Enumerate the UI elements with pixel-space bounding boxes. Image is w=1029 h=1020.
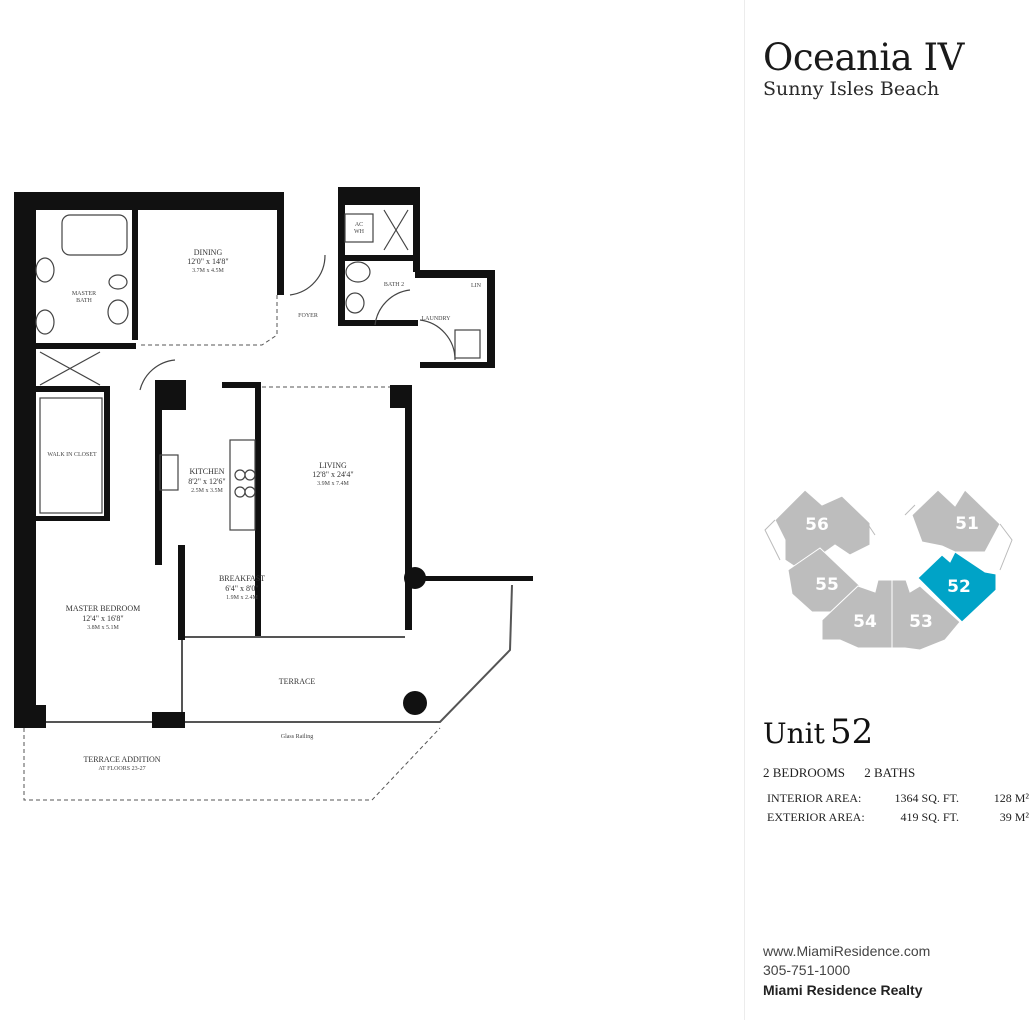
website-link[interactable]: www.MiamiResidence.com bbox=[763, 943, 931, 959]
building-location: Sunny Isles Beach bbox=[763, 78, 940, 100]
building-title: Oceania IV bbox=[763, 36, 964, 79]
room-master-bedroom-name: MASTER BEDROOM bbox=[66, 604, 140, 613]
exterior-area-label: EXTERIOR AREA: bbox=[767, 810, 865, 824]
glass-railing-label: Glass Railing bbox=[281, 734, 314, 740]
walk-in-closet-label: WALK IN CLOSET bbox=[47, 452, 97, 458]
baths: 2 BATHS bbox=[864, 765, 916, 780]
keyplan-unit-51[interactable] bbox=[911, 489, 1001, 553]
laundry-label: LAUNDRY bbox=[421, 316, 451, 322]
room-kitchen-dims: 8'2" x 12'6" bbox=[188, 477, 225, 486]
interior-area-sqm: 128 M² bbox=[993, 791, 1029, 805]
bath2-label: BATH 2 bbox=[384, 282, 404, 288]
keyplan-unit-56[interactable] bbox=[774, 489, 871, 571]
master-bath-label: MASTER bbox=[72, 291, 96, 297]
unit-label: Unit bbox=[763, 717, 825, 750]
room-breakfast-metric: 1.9M x 2.4M bbox=[226, 595, 258, 601]
company-name: Miami Residence Realty bbox=[763, 982, 923, 998]
exterior-area-sqft: 419 SQ. FT. bbox=[900, 810, 959, 824]
room-living-metric: 3.9M x 7.4M bbox=[317, 481, 349, 487]
phone-number[interactable]: 305-751-1000 bbox=[763, 962, 851, 978]
room-master-bedroom-dims: 12'4" x 16'8" bbox=[82, 614, 123, 623]
unit-51-label: 51 bbox=[955, 514, 979, 534]
unit-56-label: 56 bbox=[805, 515, 829, 535]
room-living-dims: 12'8" x 24'4" bbox=[312, 470, 353, 479]
room-breakfast-dims: 6'4" x 8'0" bbox=[225, 584, 258, 593]
interior-area-sqft: 1364 SQ. FT. bbox=[894, 791, 959, 805]
ac-label: AC bbox=[355, 222, 363, 228]
unit-55-label: 55 bbox=[815, 575, 839, 595]
master-bath-label-2: BATH bbox=[76, 298, 92, 304]
key-plan: 56 55 54 53 52 51 bbox=[764, 489, 1013, 651]
unit-54-label: 54 bbox=[853, 612, 877, 632]
unit-52-label: 52 bbox=[947, 577, 971, 597]
divider bbox=[744, 0, 745, 1020]
unit-heading: Unit 52 bbox=[763, 712, 873, 752]
railings bbox=[46, 584, 513, 723]
room-living-name: LIVING bbox=[319, 461, 347, 470]
terrace-label: TERRACE bbox=[279, 677, 316, 686]
unit-53-label: 53 bbox=[909, 612, 933, 632]
unit-number: 52 bbox=[829, 712, 874, 752]
terrace-addition-floors: AT FLOORS 23-27 bbox=[98, 766, 145, 772]
dashed-lines bbox=[23, 295, 441, 801]
foyer-label: FOYER bbox=[298, 313, 318, 319]
room-kitchen-name: KITCHEN bbox=[189, 467, 224, 476]
terrace-addition-label: TERRACE ADDITION bbox=[83, 755, 160, 764]
unit-rooms: 2 BEDROOMS 2 BATHS bbox=[763, 765, 931, 781]
room-breakfast-name: BREAKFAST bbox=[219, 574, 265, 583]
fixtures bbox=[35, 209, 481, 531]
room-dining-dims: 12'0" x 14'8" bbox=[187, 257, 228, 266]
keyplan-unit-53[interactable] bbox=[891, 579, 961, 651]
room-kitchen-metric: 2.5M x 3.5M bbox=[191, 488, 223, 494]
room-master-bedroom-metric: 3.8M x 5.1M bbox=[87, 625, 119, 631]
wh-label: WH bbox=[354, 229, 365, 235]
floor-plan: DINING 12'0" x 14'8" 3.7M x 4.5M LIVING … bbox=[14, 187, 533, 801]
interior-area-label: INTERIOR AREA: bbox=[767, 791, 862, 805]
room-dining-name: DINING bbox=[194, 248, 223, 257]
linen-label: LIN bbox=[471, 283, 482, 289]
keyplan-unit-52[interactable] bbox=[917, 551, 997, 623]
walls bbox=[14, 187, 533, 728]
room-dining-metric: 3.7M x 4.5M bbox=[192, 268, 224, 274]
bedrooms: 2 BEDROOMS bbox=[763, 765, 845, 780]
exterior-area-sqm: 39 M² bbox=[999, 810, 1029, 824]
